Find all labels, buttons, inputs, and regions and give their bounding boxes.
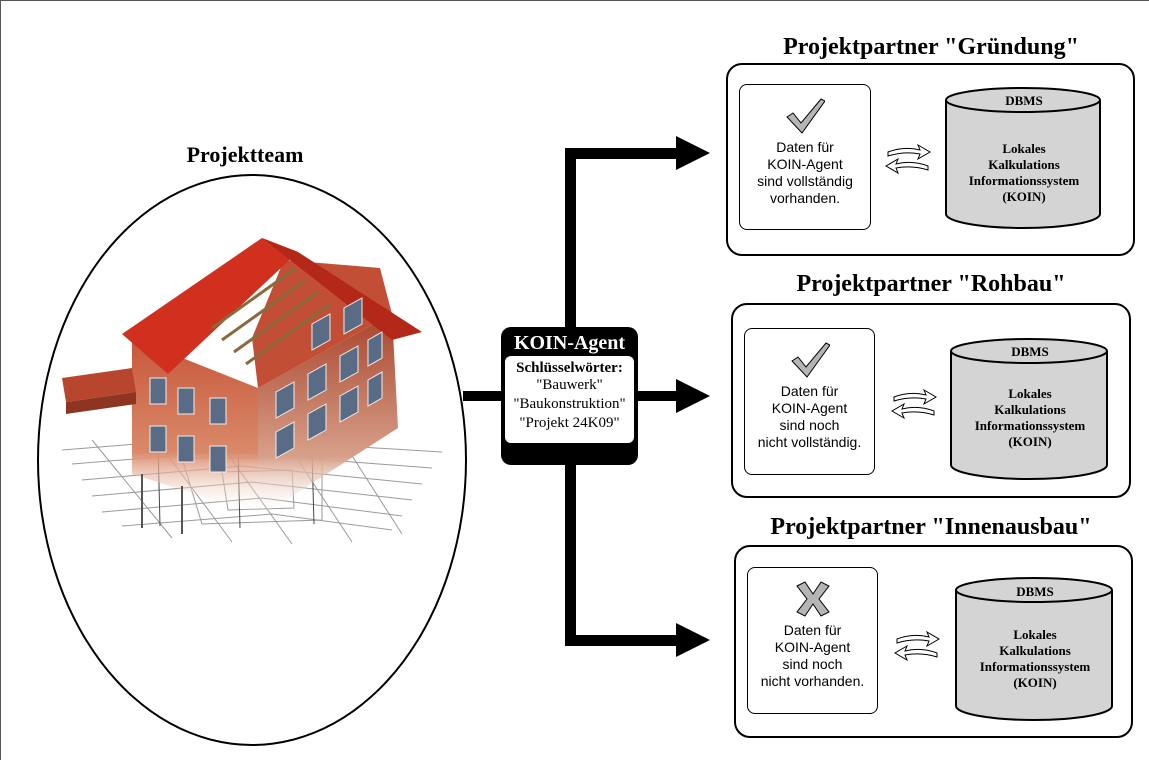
partner-title-innenausbau: Projektpartner "Innenausbau" [770,514,1092,540]
db-label-line: Lokales [1002,141,1046,156]
checkmark-icon [786,98,825,134]
dbms-label: DBMS [1016,584,1054,599]
status-line: nicht vorhanden. [760,673,865,689]
db-label-block: Lokales Kalkulations Informationssystem … [954,627,1116,691]
db-label-line: (KOIN) [1013,675,1057,690]
keyword-item: "Bauwerk" [536,377,603,393]
cross-icon [795,581,830,617]
db-label-line: Lokales [1013,627,1057,642]
dbms-label: DBMS [1011,344,1049,359]
dbms-label: DBMS [1005,93,1043,108]
db-label-line: (KOIN) [1002,189,1046,204]
partner-title-gruendung: Projektpartner "Gründung" [783,34,1079,60]
checkmark-icon [790,342,830,378]
status-box: Daten für KOIN-Agent sind noch nicht vor… [747,567,878,714]
keywords-label: Schlüsselwörter: [516,360,623,376]
db-label-line: Informationssystem [974,418,1086,433]
partner-title-rohbau: Projektpartner "Rohbau" [796,271,1066,297]
exchange-arrows-icon [885,143,931,175]
status-line: Daten für [780,383,839,399]
status-line: Daten für [776,139,834,155]
exchange-arrows-icon [891,388,937,420]
koin-agent-title: KOIN-Agent [513,332,626,354]
keyword-item: "Projekt 24K09" [519,415,620,431]
status-box: Daten für KOIN-Agent sind vollständig vo… [739,84,871,230]
db-label-line: (KOIN) [1008,434,1052,449]
status-box: Daten für KOIN-Agent sind noch nicht vol… [744,328,875,475]
keyword-item: "Baukonstruktion" [513,396,626,412]
building-illustration [62,238,442,545]
status-line: sind noch [779,417,840,433]
db-label-block: Lokales Kalkulations Informationssystem … [949,386,1111,450]
db-label-line: Informationssystem [979,659,1091,674]
status-line: sind noch [782,656,843,672]
projektteam-title: Projektteam [186,142,304,167]
status-line: KOIN-Agent [774,639,851,655]
exchange-arrows-icon [894,630,940,662]
status-line: KOIN-Agent [771,400,848,416]
status-line: Daten für [783,622,842,638]
database-cylinder-icon [955,577,1113,721]
database-cylinder-icon [945,87,1101,229]
database-cylinder-icon [950,338,1108,480]
status-line: vorhanden. [769,190,841,206]
db-label-line: Kalkulations [994,402,1066,417]
db-label-line: Kalkulations [988,157,1060,172]
db-label-line: Kalkulations [999,643,1071,658]
db-label-line: Lokales [1008,386,1052,401]
status-line: nicht vollständig. [757,434,862,450]
status-line: KOIN-Agent [767,156,843,172]
db-label-block: Lokales Kalkulations Informationssystem … [944,141,1104,205]
koin-agent-keywords-panel [505,356,634,443]
status-line: sind vollständig [757,173,853,189]
db-label-line: Informationssystem [968,173,1080,188]
